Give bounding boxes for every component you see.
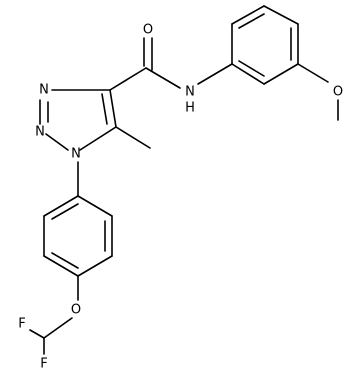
atom-o-carbonyl: O	[143, 23, 153, 38]
atom-h-amide: H	[185, 101, 195, 116]
bonds	[29, 5, 339, 355]
atom-n3: N	[39, 83, 49, 98]
atom-f-bottom: F	[40, 357, 47, 372]
atom-o-ether: O	[71, 303, 81, 318]
atom-n1: N	[71, 147, 81, 162]
atom-o-methoxy: O	[333, 85, 343, 100]
atom-labels: O N H O N N N O F F	[18, 23, 343, 372]
atom-n2: N	[35, 125, 45, 140]
atom-f-top: F	[18, 317, 25, 332]
atom-n-amide: N	[185, 85, 195, 100]
